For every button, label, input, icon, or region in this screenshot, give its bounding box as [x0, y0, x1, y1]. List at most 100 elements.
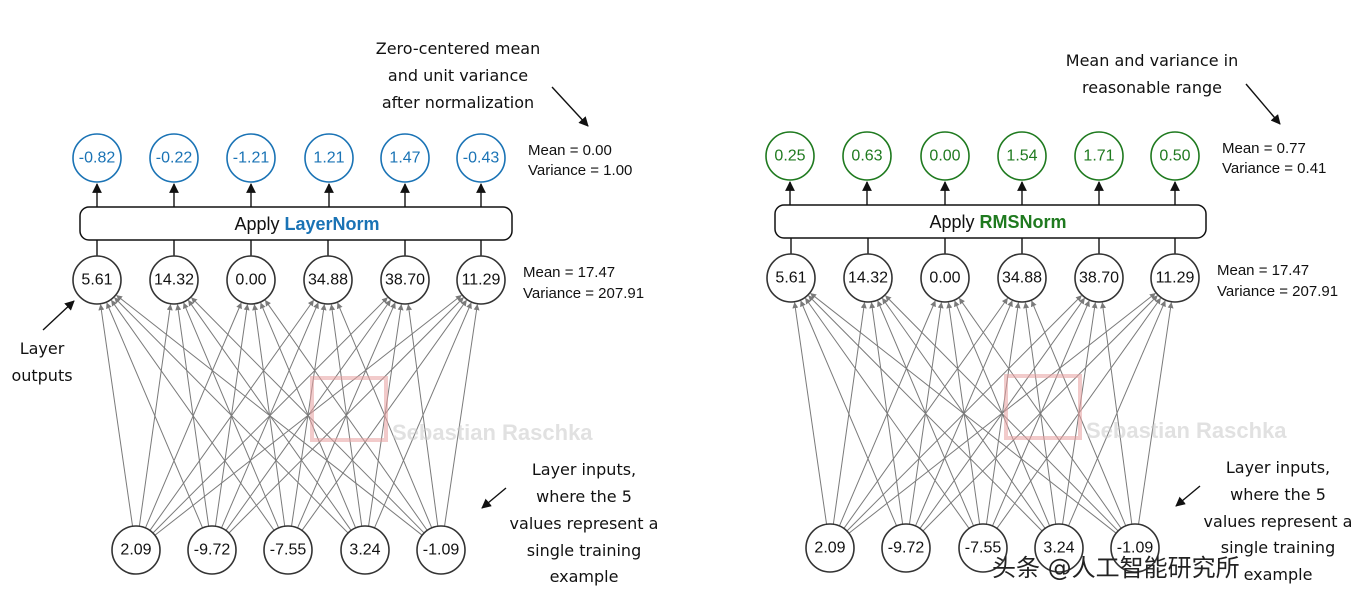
- watermark-seal: [1004, 374, 1082, 440]
- note-arrow: [1245, 83, 1281, 125]
- layer-output-node-circle: [997, 253, 1047, 303]
- connection-edge: [792, 302, 828, 525]
- layer-output-node-value: 11.29: [462, 272, 501, 289]
- normalized-output-node-circle: [765, 131, 815, 181]
- left-note-inputs: Layer inputs, where the 5 values represe…: [481, 460, 659, 586]
- right-note-top: Mean and variance in reasonable range: [1066, 51, 1281, 125]
- layer-input-node-circle: [263, 525, 313, 575]
- normalized-output-node-value: -0.43: [463, 150, 500, 167]
- layer-input-node-value: -1.09: [423, 542, 460, 559]
- layer-input-node-circle: [958, 523, 1008, 573]
- layer-input-node-value: -7.55: [270, 542, 307, 559]
- normalized-output-node-value: -0.22: [156, 150, 193, 167]
- layer-output-node-circle: [843, 253, 893, 303]
- svg-text:single training: single training: [1221, 538, 1335, 557]
- method-name: LayerNorm: [284, 214, 379, 234]
- method-name: RMSNorm: [980, 212, 1067, 232]
- layer-input-node-circle: [340, 525, 390, 575]
- watermark-text: Sebastian Raschka: [1086, 418, 1287, 443]
- svg-text:values represent a: values represent a: [1204, 512, 1353, 531]
- layer-output-node-value: 11.29: [1156, 270, 1195, 287]
- normalized-output-node: -1.21: [226, 133, 276, 183]
- apply-prefix: Apply: [929, 212, 979, 232]
- layer-input-node: 3.24: [340, 525, 390, 575]
- normalized-output-node: 0.00: [920, 131, 970, 181]
- connection-edge: [1100, 302, 1133, 525]
- layer-output-node-circle: [456, 255, 506, 305]
- layer-output-node-value: 34.88: [1002, 270, 1042, 287]
- layer-input-node-circle: [111, 525, 161, 575]
- svg-text:values represent a: values represent a: [510, 514, 659, 533]
- svg-text:example: example: [550, 567, 619, 586]
- left-stats-top-mean: Mean = 0.00: [528, 142, 612, 159]
- note-arrow: [481, 487, 507, 509]
- layer-output-node-circle: [149, 255, 199, 305]
- svg-text:Layer inputs,: Layer inputs,: [1226, 458, 1330, 477]
- right-stats-top-mean: Mean = 0.77: [1222, 140, 1306, 157]
- left-stats-top-variance: Variance = 1.00: [528, 162, 632, 179]
- layer-input-node: -9.72: [187, 525, 237, 575]
- layer-input-node: -7.55: [263, 525, 313, 575]
- layer-output-node: 34.88: [303, 255, 353, 305]
- layer-output-node-value: 5.61: [81, 272, 112, 289]
- connection-edge: [1138, 302, 1174, 525]
- right-watermark: Sebastian Raschka: [1004, 374, 1287, 443]
- right-stats-mid-variance: Variance = 207.91: [1217, 283, 1338, 300]
- layer-output-node: 11.29: [456, 255, 506, 305]
- layer-input-node-value: -7.55: [965, 540, 1002, 557]
- normalized-output-node-circle: [304, 133, 354, 183]
- connection-edge: [111, 299, 275, 531]
- connection-edge: [106, 302, 204, 529]
- layer-input-node-value: -1.09: [1117, 540, 1154, 557]
- normalized-output-node-value: 0.00: [929, 148, 960, 165]
- layer-input-node-circle: [881, 523, 931, 573]
- normalized-output-node: 0.50: [1150, 131, 1200, 181]
- layer-output-node-circle: [380, 255, 430, 305]
- svg-text:Layer: Layer: [20, 339, 65, 358]
- normalized-output-node-value: 1.71: [1083, 148, 1114, 165]
- layer-input-node: -7.55: [958, 523, 1008, 573]
- normalized-output-node-circle: [380, 133, 430, 183]
- left-note-outputs: Layer outputs: [11, 300, 75, 385]
- svg-text:single training: single training: [527, 541, 641, 560]
- svg-text:Mean and variance in: Mean and variance in: [1066, 51, 1238, 70]
- connection-edge: [800, 300, 898, 527]
- connection-edge: [444, 304, 480, 527]
- normalized-output-node-value: -0.82: [79, 150, 116, 167]
- layer-input-node-circle: [416, 525, 466, 575]
- left-stats-mid-variance: Variance = 207.91: [523, 285, 644, 302]
- normalized-output-node-circle: [1074, 131, 1124, 181]
- normalized-output-node: -0.43: [456, 133, 506, 183]
- layer-output-node: 34.88: [997, 253, 1047, 303]
- footer-watermark: 头条 @人工智能研究所: [992, 554, 1240, 582]
- normalized-output-node: 1.21: [304, 133, 354, 183]
- svg-text:outputs: outputs: [11, 366, 72, 385]
- layer-output-node-circle: [226, 255, 276, 305]
- layer-input-node-value: 3.24: [349, 542, 380, 559]
- layer-output-node: 5.61: [72, 255, 122, 305]
- right-stats-mid-mean: Mean = 17.47: [1217, 262, 1309, 279]
- normalized-output-node-value: 1.21: [313, 150, 344, 167]
- left-normalized-outputs: -0.82 -0.22 -1.21 1.21 1.47 -0.43: [72, 133, 506, 183]
- right-network-edges: [785, 181, 1180, 534]
- layer-input-node-circle: [187, 525, 237, 575]
- layer-input-node: -1.09: [416, 525, 466, 575]
- connection-edge: [98, 304, 134, 527]
- layer-input-node: 2.09: [805, 523, 855, 573]
- layer-output-node: 11.29: [1150, 253, 1200, 303]
- watermark-text: Sebastian Raschka: [392, 420, 593, 445]
- normalized-output-node: 1.47: [380, 133, 430, 183]
- svg-text:example: example: [1244, 565, 1313, 584]
- layer-output-node-value: 14.32: [154, 272, 194, 289]
- layernorm-box-label: Apply LayerNorm: [234, 214, 379, 234]
- normalized-output-node-circle: [997, 131, 1047, 181]
- apply-prefix: Apply: [234, 214, 284, 234]
- normalized-output-node-value: 1.47: [389, 150, 420, 167]
- svg-text:after normalization: after normalization: [382, 93, 534, 112]
- normalized-output-node-value: -1.21: [233, 150, 270, 167]
- layer-output-node: 0.00: [920, 253, 970, 303]
- layer-output-node-value: 0.00: [929, 270, 960, 287]
- layer-output-node-circle: [303, 255, 353, 305]
